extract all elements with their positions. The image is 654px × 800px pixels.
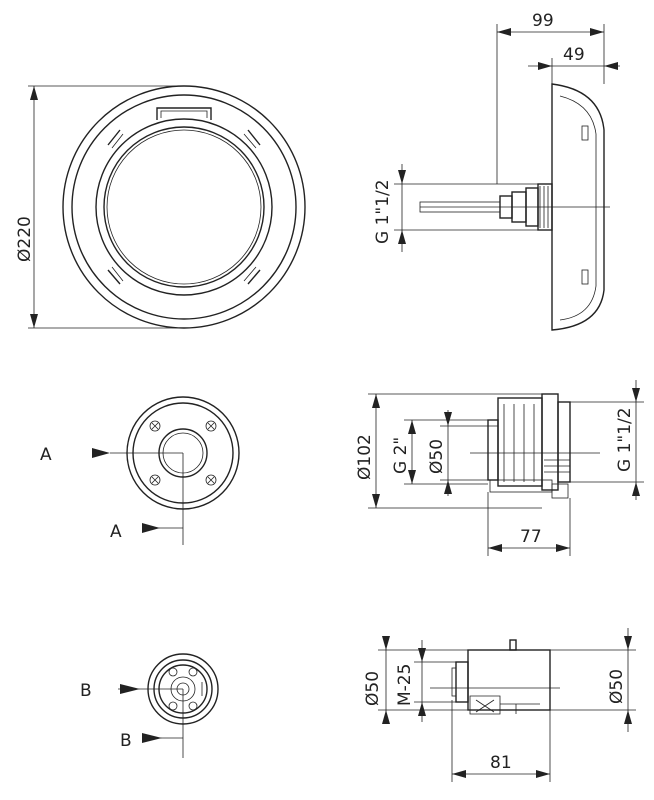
lamp-front-view <box>62 85 306 329</box>
label-49: 49 <box>563 45 585 65</box>
dim-d102: Ø102 <box>355 393 542 509</box>
dim-d220: Ø220 <box>15 85 184 329</box>
dim-g112-top: G 1"1/2 <box>373 164 538 252</box>
label-d50-mid: Ø50 <box>427 439 447 474</box>
label-a-bottom: A <box>110 522 122 542</box>
dim-49: 49 <box>528 45 620 84</box>
connector-side-view <box>430 639 560 715</box>
dim-d50-bot-right: Ø50 <box>550 628 636 732</box>
label-b-left: B <box>80 681 92 701</box>
slot-br <box>247 269 261 285</box>
niche-side-view <box>470 393 600 499</box>
label-m25: M-25 <box>395 664 415 706</box>
label-99: 99 <box>532 11 554 31</box>
dim-d50-mid: Ø50 <box>427 410 498 496</box>
label-g112-mid: G 1"1/2 <box>615 407 635 472</box>
dim-99: 99 <box>496 11 605 184</box>
dim-77: 77 <box>487 492 571 556</box>
label-d50-bot-left: Ø50 <box>363 671 383 706</box>
slot-bl <box>107 269 121 285</box>
label-d50-bot-right: Ø50 <box>607 669 627 704</box>
label-77: 77 <box>520 527 542 547</box>
slot-tl <box>107 129 121 146</box>
dim-81: 81 <box>451 700 551 782</box>
label-a-left: A <box>40 445 52 465</box>
dim-m25: M-25 <box>395 640 456 722</box>
dim-g2: G 2" <box>391 419 488 485</box>
label-d220: Ø220 <box>15 216 35 262</box>
dim-g112-mid: G 1"1/2 <box>570 380 644 500</box>
label-81: 81 <box>490 753 512 773</box>
label-g2: G 2" <box>391 437 411 474</box>
label-b-bottom: B <box>120 731 132 751</box>
lamp-side-view <box>419 83 610 331</box>
slot-tr <box>247 129 261 146</box>
label-g112-top: G 1"1/2 <box>373 179 393 244</box>
label-d102: Ø102 <box>355 434 375 480</box>
section-a: A A <box>40 445 184 545</box>
section-b: B B <box>80 681 184 758</box>
